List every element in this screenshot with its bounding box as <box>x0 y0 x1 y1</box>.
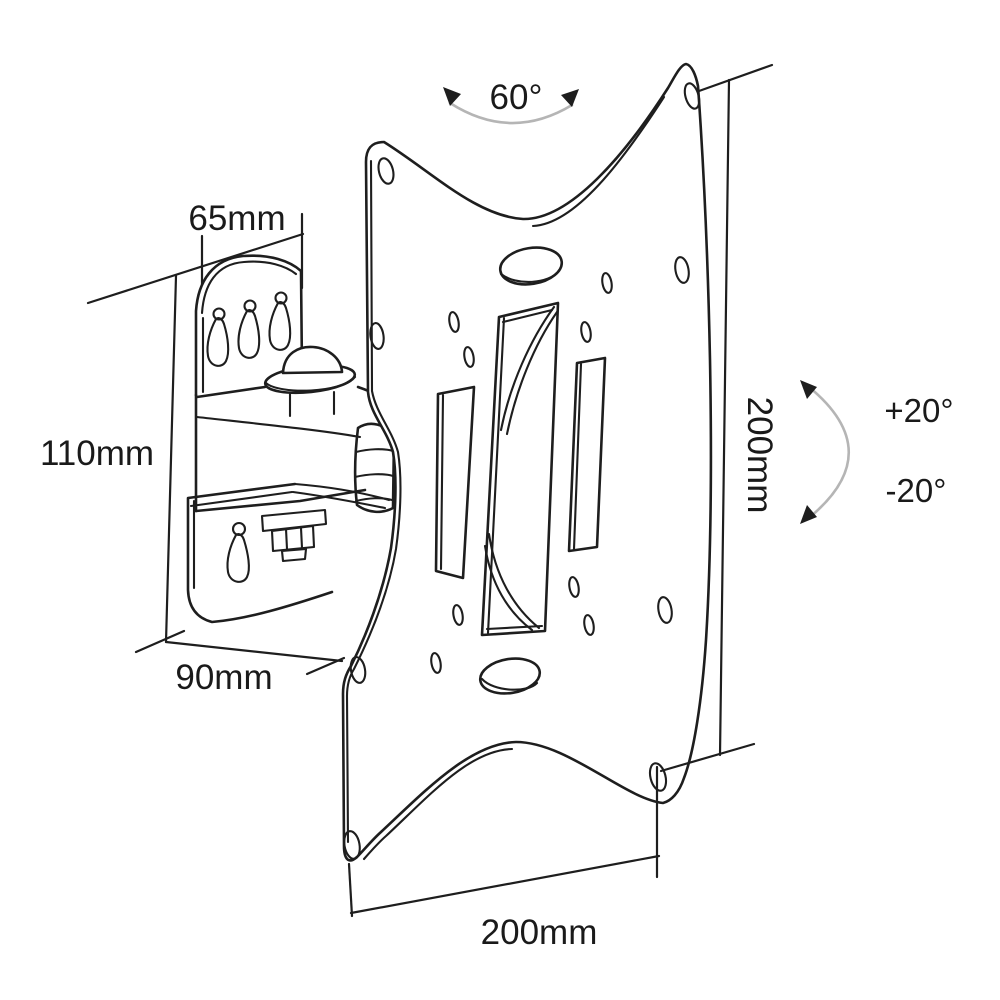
center-oval-upper <box>498 246 564 286</box>
wall-plate-lower-top-inner <box>189 490 294 508</box>
dimension-vesa-height: 200mm <box>659 63 779 773</box>
pivot-dome <box>281 345 344 375</box>
side-slot-left <box>434 385 476 580</box>
small-mount-holes <box>430 272 613 674</box>
label-tilt-up: +20° <box>884 392 953 429</box>
lower-shelf-edge <box>194 488 367 513</box>
pivot-assembly <box>194 345 404 563</box>
annotation-tilt: +20° -20° <box>800 380 954 524</box>
plate-bottom-thickness <box>362 747 514 861</box>
tilt-arrow-down-icon <box>800 505 817 524</box>
center-oval-lower <box>478 657 542 695</box>
vesa-plate <box>341 62 713 862</box>
side-slot-right <box>567 356 607 553</box>
wall-plate-upper <box>194 254 304 397</box>
tilt-arrow-up-icon <box>800 380 817 399</box>
label-arm-depth: 90mm <box>175 658 272 697</box>
dimension-arm-depth: 90mm <box>164 640 346 697</box>
pivot-bolt <box>260 508 328 563</box>
wall-plate-upper-arch-inner <box>200 260 298 315</box>
label-vesa-height: 200mm <box>740 397 779 514</box>
tilt-arc <box>807 385 851 519</box>
center-slot <box>480 301 560 637</box>
swivel-arc <box>448 101 574 125</box>
keyhole-slots-upper <box>206 291 292 367</box>
annotation-swivel: 60° <box>443 78 579 125</box>
label-wall-plate-width: 65mm <box>188 199 285 238</box>
vesa-screw-holes <box>343 82 701 860</box>
swivel-arrow-left-icon <box>443 87 461 106</box>
upper-shelf-edge <box>195 385 267 399</box>
swivel-arrow-right-icon <box>561 89 579 107</box>
pivot-washer-thickness <box>264 375 357 392</box>
dimension-annotations: 65mm 110mm 90mm 200mm 200mm <box>40 63 954 952</box>
wall-plate-lower <box>186 482 334 624</box>
keyhole-slot-lower <box>226 521 250 583</box>
plate-top-thickness <box>531 95 666 228</box>
label-swivel-angle: 60° <box>490 78 543 117</box>
label-vesa-width: 200mm <box>481 913 598 952</box>
label-tilt-down: -20° <box>886 472 947 509</box>
dimension-wall-plate-width: 65mm <box>86 199 305 305</box>
dimension-vesa-width: 200mm <box>347 765 661 952</box>
label-wall-plate-height: 110mm <box>40 434 154 473</box>
vesa-plate-outline <box>341 62 713 862</box>
dimension-wall-plate-height: 110mm <box>40 274 186 654</box>
wall-bracket <box>186 254 334 624</box>
